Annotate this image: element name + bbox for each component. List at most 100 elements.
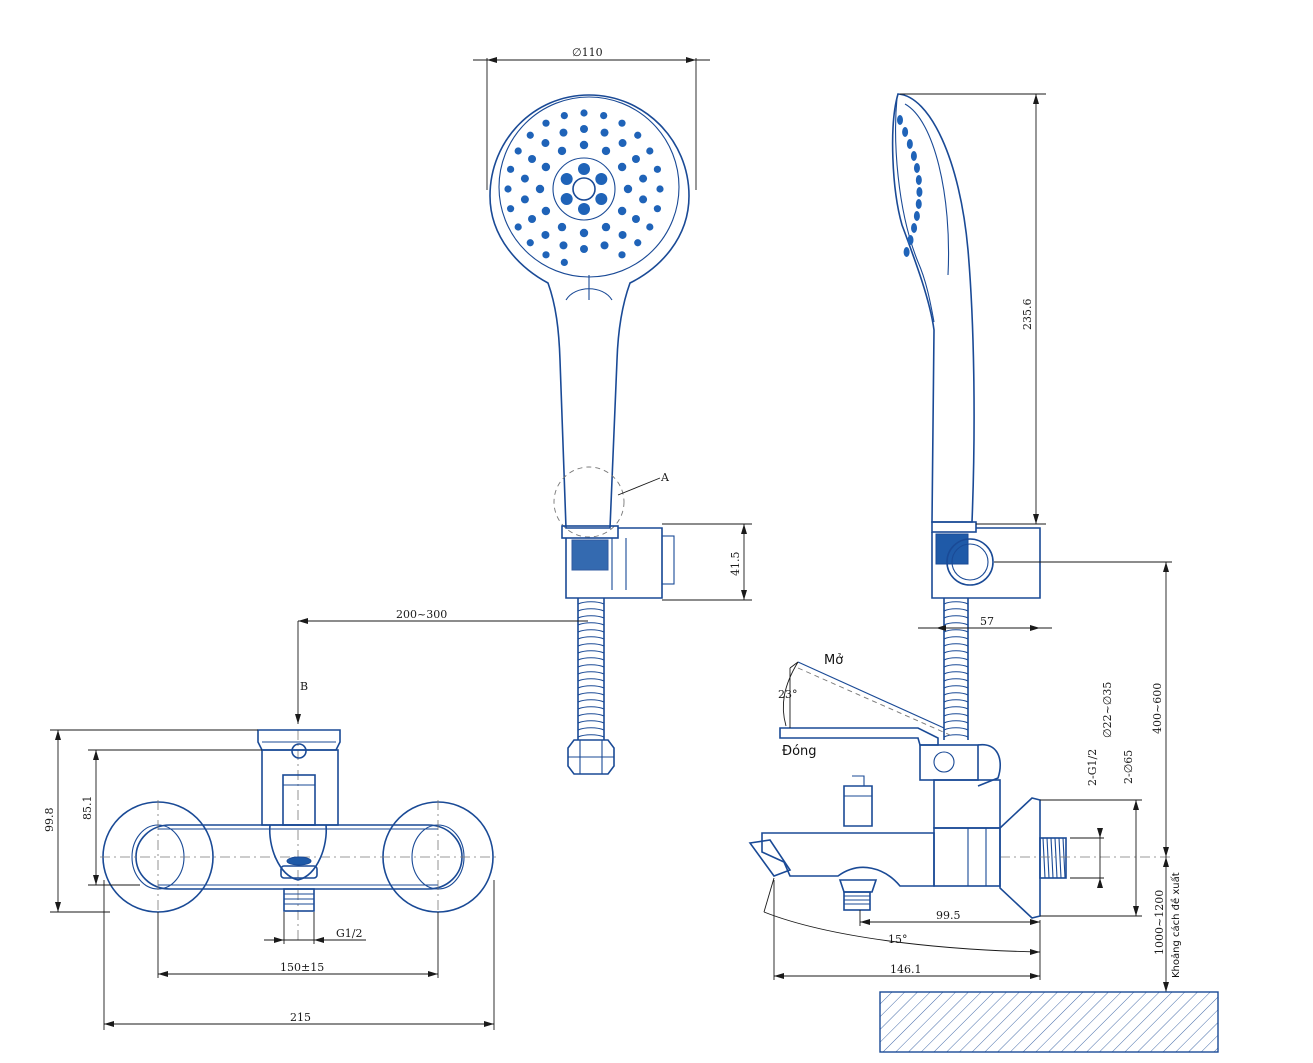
- dim-outlet-size: 2-G1/2: [1070, 749, 1104, 888]
- nozzle: [560, 111, 568, 120]
- hose-ring: [577, 720, 605, 724]
- dim-spout-angle: 15°: [763, 877, 1041, 955]
- hose-ring: [943, 671, 969, 675]
- hose-ring: [943, 622, 969, 626]
- dim-flange-size-label: 2-∅65: [1122, 750, 1135, 784]
- hose-ring: [577, 622, 605, 626]
- dim-outlet-size-label: 2-G1/2: [1086, 749, 1099, 786]
- hose-ring: [577, 706, 605, 710]
- nozzle: [559, 128, 568, 137]
- nozzle: [600, 128, 609, 137]
- nozzle: [541, 230, 550, 239]
- hose-rings-side: [943, 601, 969, 738]
- nozzle: [631, 215, 640, 223]
- hose-ring: [943, 629, 969, 633]
- nozzle: [617, 162, 627, 172]
- dim-install-height-label: 1000~1200: [1153, 890, 1166, 955]
- dim-holder-depth-label: 57: [980, 615, 994, 628]
- hose-ring: [577, 650, 605, 654]
- nozzle: [560, 193, 573, 205]
- nozzle: [634, 131, 642, 139]
- nozzle: [634, 239, 642, 247]
- wall-thread: [1042, 837, 1066, 879]
- hose-ring: [943, 601, 969, 605]
- dim-handle-length: 235.6: [900, 93, 1046, 525]
- nozzle: [560, 258, 568, 267]
- hose-ring: [577, 643, 605, 647]
- dim-wall-to-floor: 400~600: [994, 561, 1172, 857]
- nozzle: [579, 228, 589, 238]
- dim-holder-depth: 57: [918, 615, 1052, 631]
- hose-ring: [943, 713, 969, 717]
- hose-ring: [577, 734, 605, 738]
- side-nozzle: [915, 175, 922, 185]
- side-nozzles: [897, 115, 923, 257]
- dim-spout-angle-label: 15°: [888, 933, 908, 946]
- nozzle: [580, 125, 588, 133]
- thread-line: [1046, 837, 1050, 879]
- dim-body-height-inner-label: 85.1: [81, 796, 94, 821]
- hose-rings: [577, 601, 605, 738]
- nozzle: [595, 173, 608, 185]
- nozzle: [618, 119, 626, 127]
- nozzle: [580, 109, 588, 117]
- dim-centers: 150±15: [157, 912, 439, 978]
- hose-ring: [943, 706, 969, 710]
- nozzle: [541, 206, 551, 216]
- nozzle: [528, 155, 537, 163]
- nozzle: [579, 140, 589, 150]
- dim-flange-range: ∅22~∅35: [1101, 682, 1114, 738]
- nozzle: [526, 131, 534, 139]
- dim-centers-label: 150±15: [280, 961, 324, 974]
- nozzle: [578, 163, 590, 175]
- side-nozzle: [897, 115, 903, 125]
- dim-install-height: 1000~1200 Khoảng cách đề xuất: [1153, 857, 1182, 992]
- nozzle: [618, 230, 627, 239]
- nozzle: [514, 147, 522, 155]
- detail-b-callout: B: [300, 680, 308, 693]
- note-closed-label: Đóng: [782, 744, 817, 759]
- nozzle: [618, 139, 627, 148]
- dim-body-height-total: 99.8: [43, 729, 258, 913]
- nozzle: [617, 206, 627, 216]
- side-nozzle: [903, 247, 910, 257]
- hose-ring: [943, 685, 969, 689]
- dim-wall-to-floor-label: 400~600: [1151, 683, 1164, 734]
- nozzle: [541, 139, 550, 148]
- side-nozzle: [913, 211, 920, 221]
- dim-holder-height: 41.5: [662, 523, 752, 601]
- hose-ring: [577, 713, 605, 717]
- note-open-label: Mở: [824, 653, 843, 668]
- nozzle: [520, 174, 529, 183]
- shower-head-side-view: [891, 93, 1041, 740]
- nozzle: [504, 185, 512, 193]
- hose-ring: [577, 692, 605, 696]
- dim-thread: G1/2: [264, 912, 366, 944]
- nozzle: [653, 205, 662, 213]
- nozzle: [557, 146, 567, 156]
- dim-head-diameter: ∅110: [473, 46, 710, 190]
- dim-lever-angle: 23°: [778, 661, 799, 728]
- thread-line: [1050, 837, 1054, 879]
- hose-ring: [577, 608, 605, 612]
- nozzle: [578, 203, 590, 215]
- hose-ring: [943, 734, 969, 738]
- dim-hose-offset: 200~300 B: [295, 608, 588, 724]
- hose-ring: [577, 678, 605, 682]
- nozzle: [600, 111, 608, 120]
- hose-ring: [577, 601, 605, 605]
- nozzle: [601, 146, 611, 156]
- hose-ring: [577, 615, 605, 619]
- side-nozzle: [906, 139, 913, 149]
- hose-ring: [577, 664, 605, 668]
- nozzle: [600, 241, 609, 250]
- hose-ring: [943, 650, 969, 654]
- note-open: Mở: [824, 653, 843, 668]
- hose-ring: [577, 671, 605, 675]
- side-nozzle: [911, 223, 918, 233]
- side-nozzle: [907, 235, 914, 245]
- side-nozzle: [916, 187, 923, 197]
- nozzle: [601, 222, 611, 232]
- dim-thread-label: G1/2: [336, 927, 363, 940]
- detail-a-callout: A: [660, 471, 670, 484]
